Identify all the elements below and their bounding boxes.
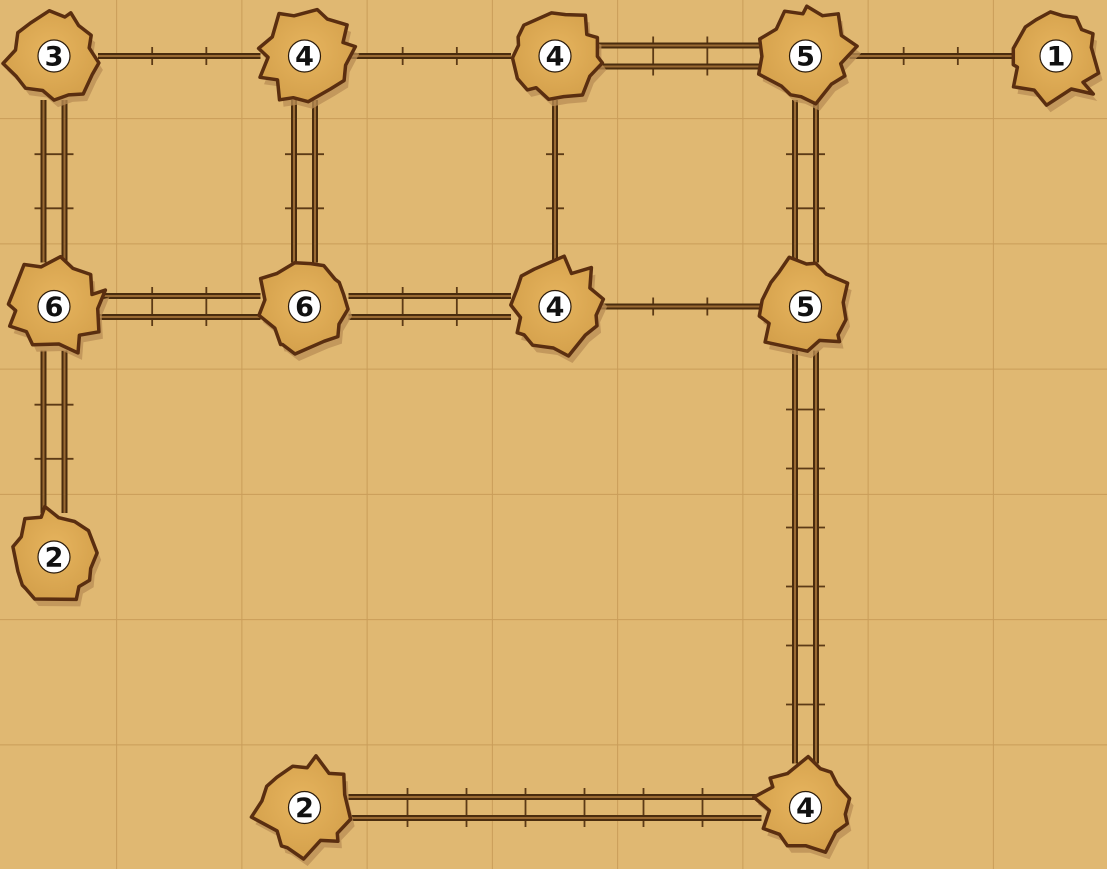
island-number: 6 xyxy=(295,292,314,323)
island-number: 6 xyxy=(45,292,64,323)
island-number: 2 xyxy=(295,793,314,824)
island-number: 4 xyxy=(796,793,815,824)
island-number: 3 xyxy=(45,42,64,73)
island-number: 4 xyxy=(546,292,565,323)
island-number: 4 xyxy=(295,42,314,73)
island-number: 5 xyxy=(796,42,815,73)
island-number: 5 xyxy=(796,292,815,323)
island-number: 1 xyxy=(1047,42,1066,73)
island-number: 4 xyxy=(546,42,565,73)
island-number: 2 xyxy=(45,543,64,574)
